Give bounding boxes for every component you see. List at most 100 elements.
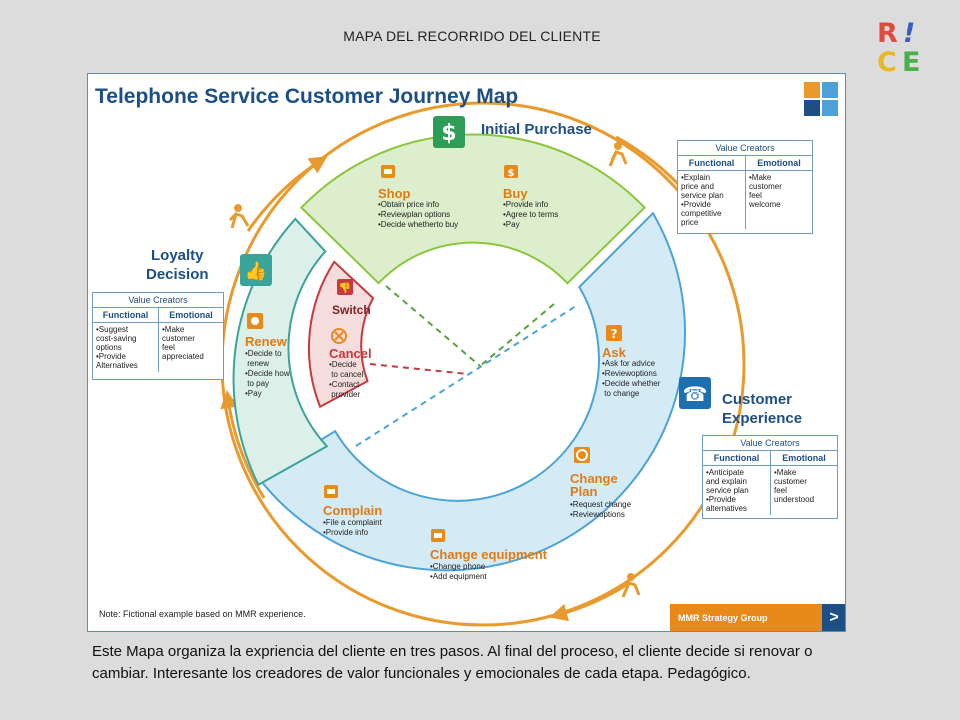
- vc-line: •Explain: [681, 173, 711, 182]
- section-change-equipment: Change equipment •Change phone •Add equi…: [430, 548, 547, 582]
- brand-bar: MMR Strategy Group >: [670, 604, 845, 631]
- section-change-plan-title-line2: Plan: [570, 484, 598, 499]
- section-shop: Shop •Obtain price info •Reviewplan opti…: [378, 187, 458, 230]
- section-buy-item: •Pay: [503, 220, 520, 229]
- section-cancel-item: provider: [329, 390, 361, 399]
- section-change-equipment-title: Change equipment: [430, 547, 548, 562]
- segment-customer-experience: [257, 211, 686, 572]
- complain-icon: [324, 485, 338, 498]
- section-change-equipment-item: •Change phone: [430, 562, 486, 571]
- functional-header: Functional: [713, 453, 760, 463]
- dashed-connectors: [355, 285, 577, 447]
- section-complain: Complain •File a complaint •Provide info: [323, 504, 382, 538]
- chevron-right-icon[interactable]: >: [822, 604, 845, 631]
- logo-letter-c: C: [877, 47, 897, 78]
- section-shop-item: •Reviewplan options: [378, 210, 451, 219]
- vc-line: customer: [162, 334, 195, 343]
- section-buy-item: •Agree to terms: [503, 210, 559, 219]
- rice-logo: R ! C E: [875, 20, 927, 78]
- logo-letter-exclamation: !: [903, 18, 916, 49]
- section-change-plan-item: •Reviewoptions: [570, 510, 625, 519]
- section-change-plan: Change Plan •Request change •Reviewoptio…: [570, 472, 631, 520]
- change-equipment-icon: [431, 529, 445, 542]
- section-cancel-title: Cancel: [329, 346, 372, 361]
- vc-line: cost-saving: [96, 334, 137, 343]
- section-cancel-item: •Decide: [329, 360, 357, 369]
- svg-text:$: $: [508, 168, 515, 179]
- vc-line: welcome: [749, 200, 781, 209]
- section-renew-title: Renew: [245, 334, 287, 349]
- section-buy-title: Buy: [503, 186, 528, 201]
- section-shop-title: Shop: [378, 186, 411, 201]
- svg-text:👍: 👍: [245, 260, 267, 282]
- section-ask-item: to change: [602, 389, 640, 398]
- segment-initial-purchase: [299, 133, 647, 285]
- section-change-plan-title-line1: Change: [570, 471, 618, 486]
- dollar-icon: $: [433, 116, 465, 148]
- section-ask: Ask •Ask for advice •Reviewoptions •Deci…: [602, 346, 660, 399]
- section-switch-title: Switch: [332, 303, 371, 317]
- section-shop-item: •Decide whetherto buy: [378, 220, 459, 229]
- svg-text:☎: ☎: [683, 382, 708, 406]
- vc-line: •Provide: [96, 352, 126, 361]
- section-buy-item: •Provide info: [503, 200, 549, 209]
- section-ask-title: Ask: [602, 345, 626, 360]
- emotional-cell: •Make customer feel welcome: [745, 171, 812, 229]
- vc-line: price: [681, 218, 699, 227]
- emotional-header: Emotional: [158, 308, 223, 322]
- switch-icon: 👎: [337, 279, 353, 295]
- section-cancel-item: •Contact: [329, 380, 360, 389]
- stage-customer-experience-line2: Experience: [722, 410, 803, 427]
- cancel-icon: [331, 328, 347, 344]
- vc-line: •Make: [162, 325, 185, 334]
- section-buy: Buy •Provide info •Agree to terms •Pay: [503, 187, 558, 230]
- stage-customer-experience: Customer Experience: [722, 390, 802, 428]
- stage-loyalty-decision-line2: Decision: [146, 266, 209, 283]
- vc-line: and explain: [706, 477, 747, 486]
- section-change-equipment-item: •Add equipment: [430, 572, 487, 581]
- vc-line: feel: [749, 191, 762, 200]
- telephone-icon: ☎: [679, 377, 711, 409]
- vc-line: service plan: [706, 486, 749, 495]
- vc-line: •Provide: [706, 495, 736, 504]
- vc-line: options: [96, 343, 122, 352]
- thumbs-up-icon: 👍: [240, 254, 272, 286]
- vc-line: feel: [162, 343, 175, 352]
- slide-title: MAPA DEL RECORRIDO DEL CLIENTE: [343, 28, 601, 44]
- vc-line: Alternatives: [96, 361, 138, 370]
- emotional-header: Emotional: [745, 156, 812, 170]
- section-change-plan-item: •Request change: [570, 500, 632, 509]
- emotional-cell: •Make customer feel appreciated: [158, 323, 223, 372]
- section-renew: Renew •Decide to renew •Decide how to pa…: [245, 335, 290, 399]
- vc-line: appreciated: [162, 352, 204, 361]
- section-renew-item: •Decide how: [245, 369, 290, 378]
- stage-initial-purchase: Initial Purchase: [481, 121, 592, 138]
- value-creators-header: Value Creators: [678, 141, 812, 156]
- buy-icon: $: [504, 165, 518, 179]
- svg-text:👎: 👎: [339, 282, 351, 294]
- section-shop-item: •Obtain price info: [378, 200, 440, 209]
- vc-line: •Suggest: [96, 325, 129, 334]
- section-ask-item: •Reviewoptions: [602, 369, 657, 378]
- journey-diagram: $ ☎ 👍 $ ? 👎: [220, 82, 838, 627]
- logo-letter-e: E: [902, 47, 921, 78]
- section-renew-item: to pay: [245, 379, 270, 388]
- stage-customer-experience-line1: Customer: [722, 391, 793, 408]
- section-cancel: Cancel •Decide to cancel •Contact provid…: [329, 347, 372, 400]
- shop-icon: [381, 165, 395, 178]
- vc-line: customer: [774, 477, 807, 486]
- vc-line: alternatives: [706, 504, 747, 513]
- functional-header: Functional: [102, 310, 149, 320]
- brand-name: MMR Strategy Group: [678, 613, 768, 623]
- value-creators-header: Value Creators: [703, 436, 837, 451]
- journey-map-panel: $ ☎ 👍 $ ? 👎 Telephone Service: [87, 73, 846, 632]
- slide-caption: Este Mapa organiza la expriencia del cli…: [92, 643, 813, 682]
- functional-cell: •Explain price and service plan •Provide…: [678, 171, 745, 229]
- functional-cell: •Suggest cost-saving options •Provide Al…: [93, 323, 158, 372]
- change-plan-icon: [574, 447, 590, 463]
- vc-line: •Provide: [681, 200, 711, 209]
- map-title: Telephone Service Customer Journey Map: [95, 85, 519, 108]
